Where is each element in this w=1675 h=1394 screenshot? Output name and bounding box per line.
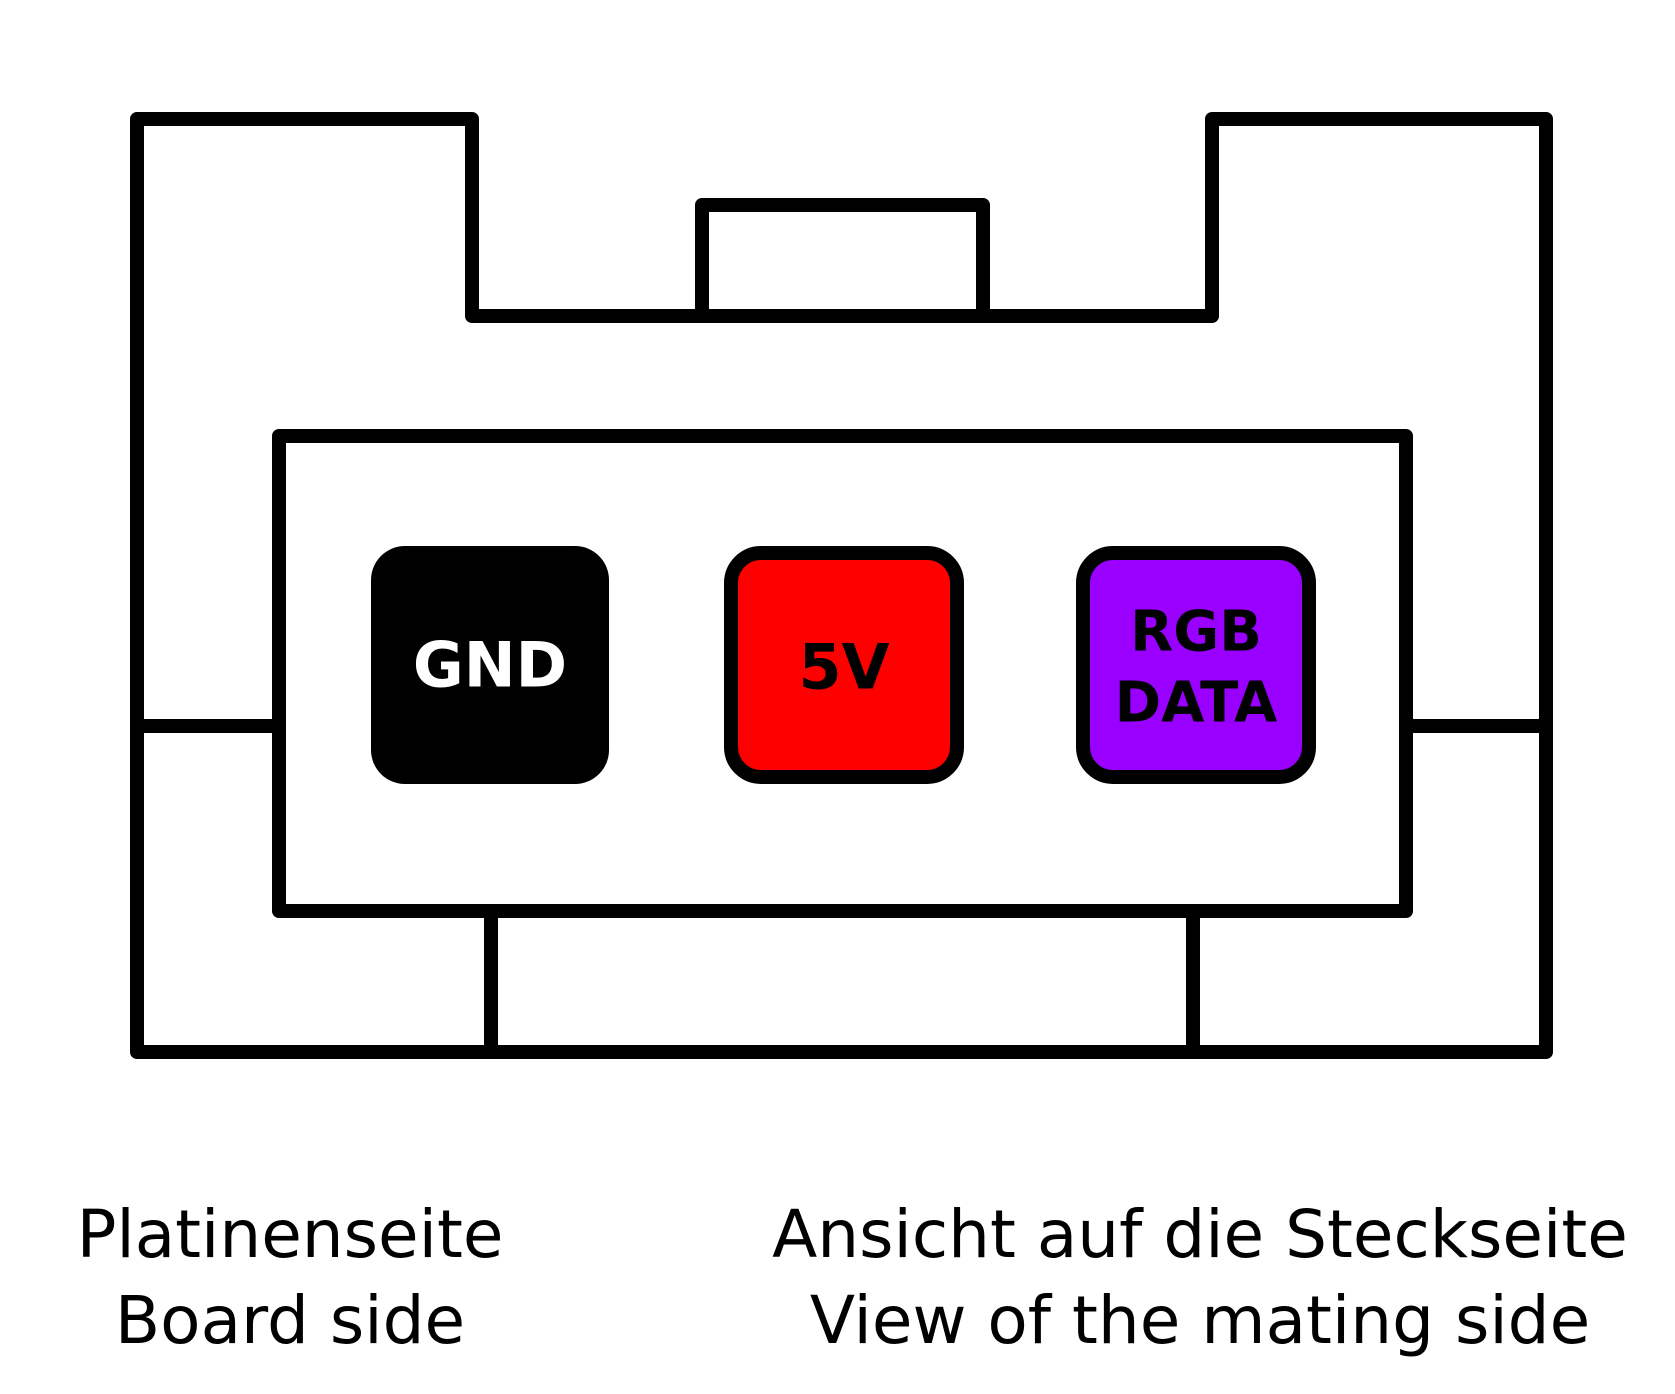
pin-gnd-label: GND (413, 629, 567, 702)
pin-rgb-label-line1: RGB (1130, 600, 1262, 665)
caption-mating-side-german: Ansicht auf die Steckseite (772, 1196, 1628, 1273)
pin-rgb-label-line2: DATA (1115, 671, 1278, 736)
caption-board-side-german: Platinenseite (76, 1196, 504, 1273)
inner-cavity (272, 429, 1413, 918)
caption-board-side: Platinenseite Board side (40, 1192, 540, 1364)
pin-5v: 5V (724, 546, 964, 784)
pin-5v-label: 5V (798, 631, 889, 704)
latch-tab (695, 198, 990, 323)
pin-gnd: GND (371, 546, 609, 784)
caption-board-side-english: Board side (114, 1282, 466, 1359)
caption-mating-side-english: View of the mating side (809, 1282, 1591, 1359)
caption-mating-side: Ansicht auf die Steckseite View of the m… (770, 1192, 1630, 1364)
pin-rgb-data: RGB DATA (1076, 546, 1316, 784)
pin-rgb-data-box (1076, 546, 1316, 784)
connector-housing-outline (130, 112, 1553, 1059)
pin-5v-box (724, 546, 964, 784)
pin-gnd-box (371, 546, 609, 784)
